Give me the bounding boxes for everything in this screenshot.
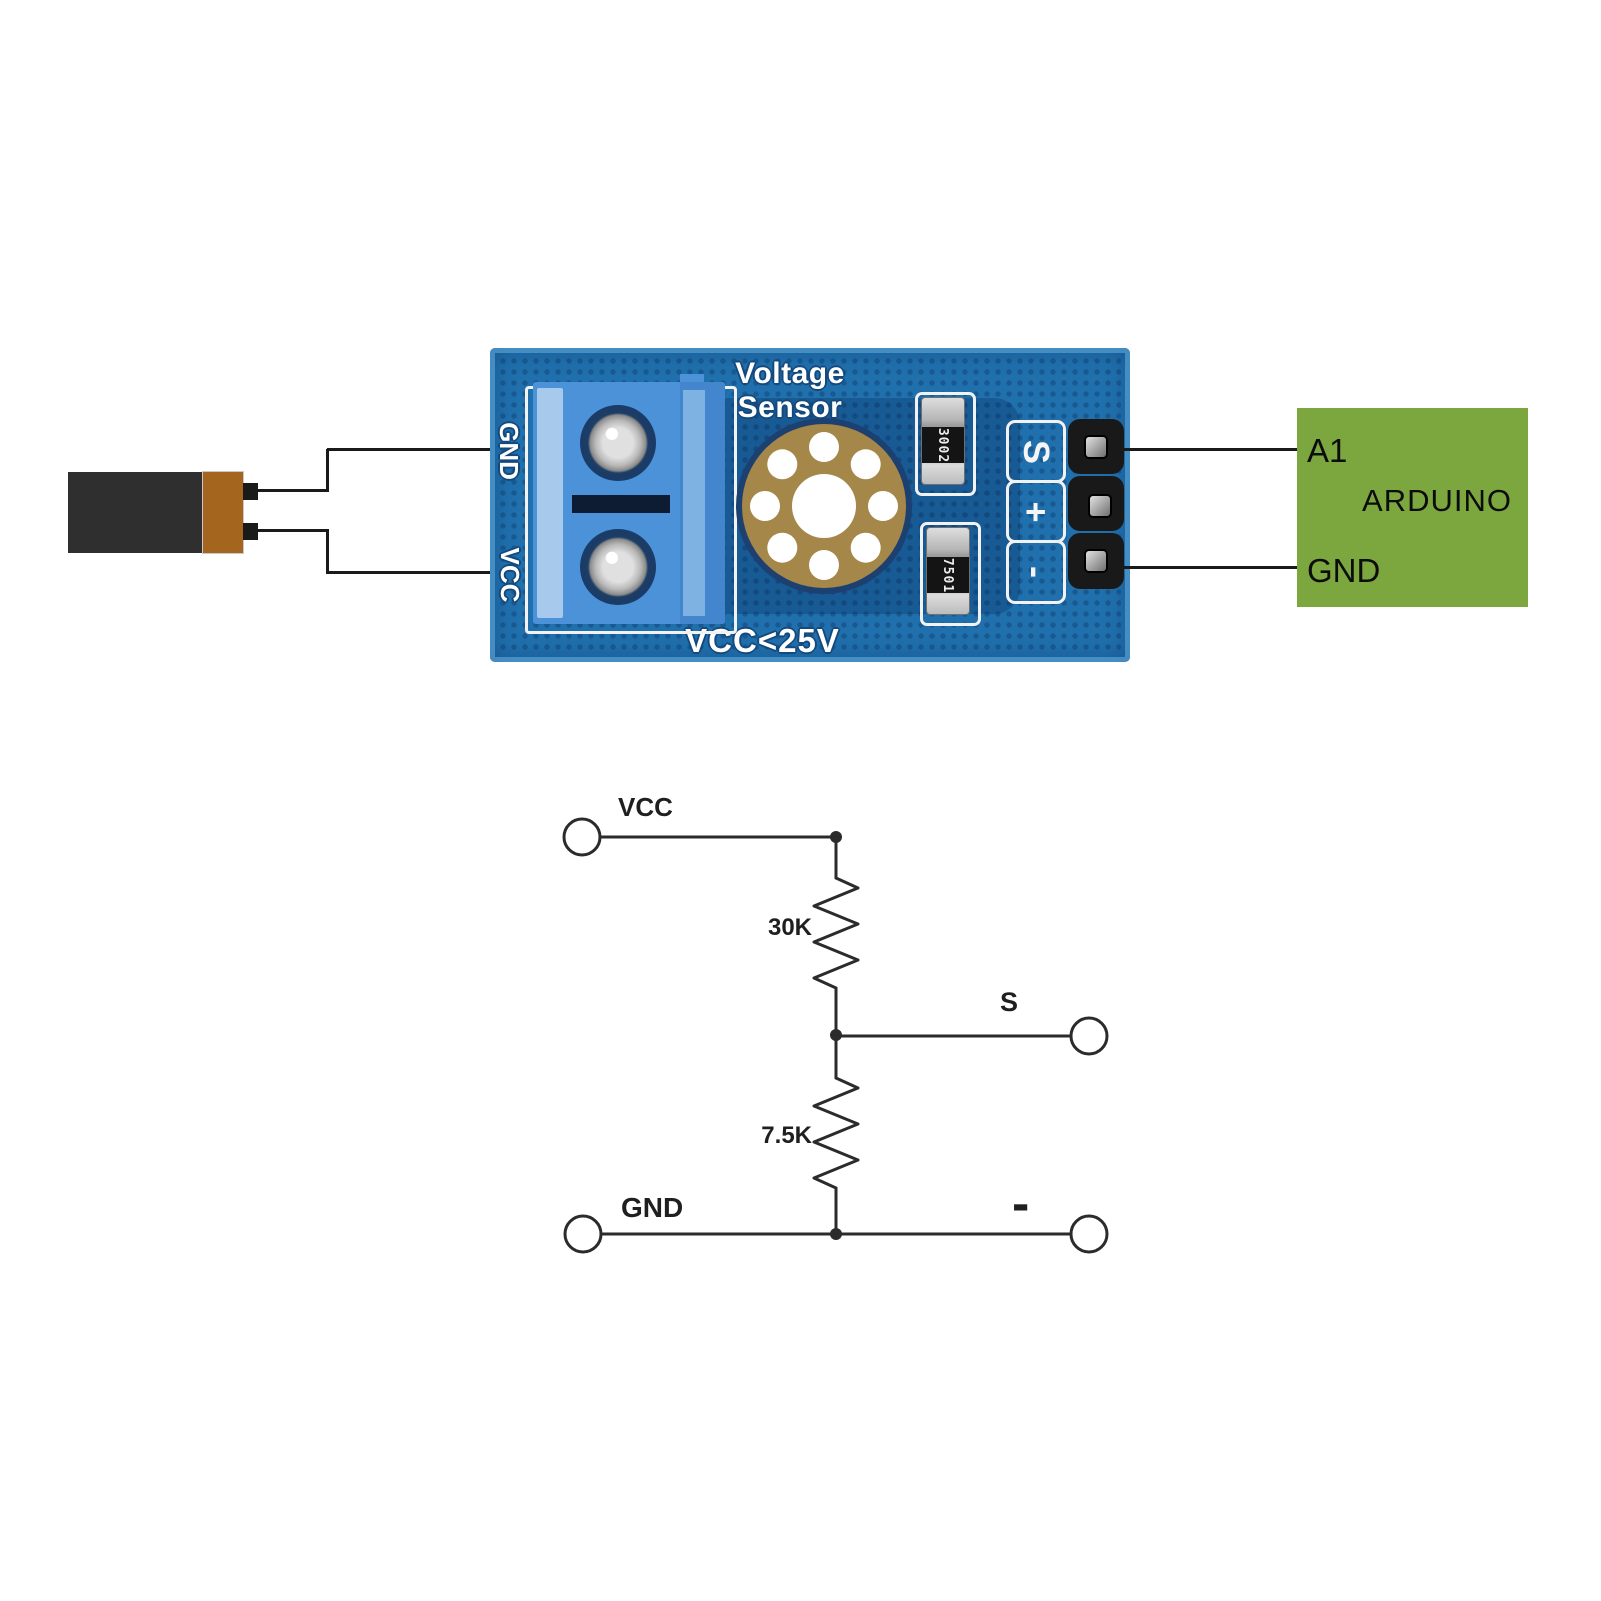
- pin-label-box-s: S: [1006, 420, 1066, 483]
- wire-battery-to-gnd-v: [326, 449, 329, 492]
- resistor-code-label: 3002: [935, 427, 951, 463]
- board-voltage-warning: VCC<25V: [685, 622, 840, 659]
- voltage-sensor-module: Voltage Sensor VCC<25V GND VCC: [490, 348, 1130, 662]
- terminal-highlight: [537, 388, 563, 618]
- terminal-screw-bottom: [580, 529, 656, 605]
- pin-label-plus: +: [1016, 500, 1057, 523]
- schematic-label-s: S: [1000, 987, 1019, 1017]
- battery-terminal-bottom: [243, 523, 258, 540]
- smd-resistor-7501: 7501: [927, 528, 969, 614]
- pad-hole: [767, 449, 798, 480]
- pad-hole: [767, 532, 798, 563]
- junction-dot-top: [830, 831, 842, 843]
- pad-hole: [750, 491, 780, 521]
- arduino-block: A1 ARDUINO GND: [1297, 408, 1528, 607]
- pin-contact: [1086, 436, 1106, 457]
- battery-body: [68, 472, 203, 553]
- resistor-silkscreen-1: [915, 392, 976, 496]
- terminal-slot: [572, 495, 670, 513]
- schematic-resistor-30k: [812, 876, 860, 990]
- header-pin-minus: [1068, 533, 1124, 589]
- pad-hole: [850, 532, 881, 563]
- pad-hole: [868, 491, 898, 521]
- pin-contact: [1086, 551, 1106, 571]
- schematic-s-terminal-circle: [1069, 1016, 1109, 1056]
- terminal-right-highlight: [683, 390, 705, 616]
- schematic-label-vcc: VCC: [618, 792, 673, 822]
- gold-mounting-pad: [736, 418, 912, 594]
- battery-cap: [203, 472, 243, 553]
- header-pin-plus: [1068, 476, 1124, 531]
- pin-label-box-plus: +: [1006, 480, 1066, 543]
- schematic-resistor-7.5k: [812, 1076, 860, 1190]
- wire-s-to-a1: [1122, 448, 1298, 451]
- resistor-band: 3002: [922, 427, 964, 463]
- terminal-top-tab: [680, 374, 704, 383]
- wire-minus-to-gnd: [1122, 566, 1298, 569]
- schematic-label-7-5k: 7.5K: [761, 1122, 812, 1149]
- wire-battery-to-gnd-h2: [327, 448, 492, 451]
- pad-hole: [850, 449, 881, 480]
- junction-dot-middle: [830, 1029, 842, 1041]
- schematic-vcc-terminal-circle: [562, 817, 602, 857]
- pin-label-box-minus: -: [1006, 540, 1066, 604]
- junction-dot-bottom: [830, 1228, 842, 1240]
- wire-battery-to-vcc-h1: [256, 529, 329, 532]
- pad-center-hole: [792, 474, 856, 538]
- resistor-code-label: 7501: [940, 557, 956, 593]
- wire-battery-to-vcc-v: [326, 529, 329, 574]
- arduino-name-label: ARDUINO: [1362, 483, 1512, 518]
- arduino-pin-gnd-label: GND: [1307, 552, 1381, 589]
- pin-label-s: S: [1015, 439, 1057, 464]
- schematic-label-30k: 30K: [767, 914, 812, 941]
- resistor-band: 7501: [927, 557, 969, 593]
- arduino-pin-a1-label: A1: [1307, 432, 1348, 469]
- schematic-label-gnd: GND: [621, 1192, 684, 1223]
- pin-label-minus: -: [1016, 566, 1057, 578]
- terminal-label-gnd: GND: [494, 422, 524, 480]
- wire-battery-to-gnd-h1: [256, 489, 329, 492]
- schematic-minus-terminal-circle: [1069, 1214, 1109, 1254]
- header-pin-s: [1068, 419, 1124, 474]
- pad-hole: [809, 550, 839, 580]
- schematic-label-minus: -: [1012, 1175, 1030, 1233]
- terminal-screw-top: [580, 405, 656, 481]
- battery-terminal-top: [243, 483, 258, 500]
- terminal-label-vcc: VCC: [495, 547, 525, 603]
- schematic-gnd-terminal-circle: [563, 1214, 603, 1254]
- smd-resistor-3002: 3002: [922, 398, 964, 484]
- voltage-divider-schematic: [562, 817, 1109, 1254]
- terminal-right-section: [680, 382, 725, 624]
- wire-battery-to-vcc-h2: [327, 571, 492, 574]
- resistor-silkscreen-2: [920, 522, 981, 626]
- pad-hole: [809, 432, 839, 462]
- pin-contact: [1090, 495, 1110, 516]
